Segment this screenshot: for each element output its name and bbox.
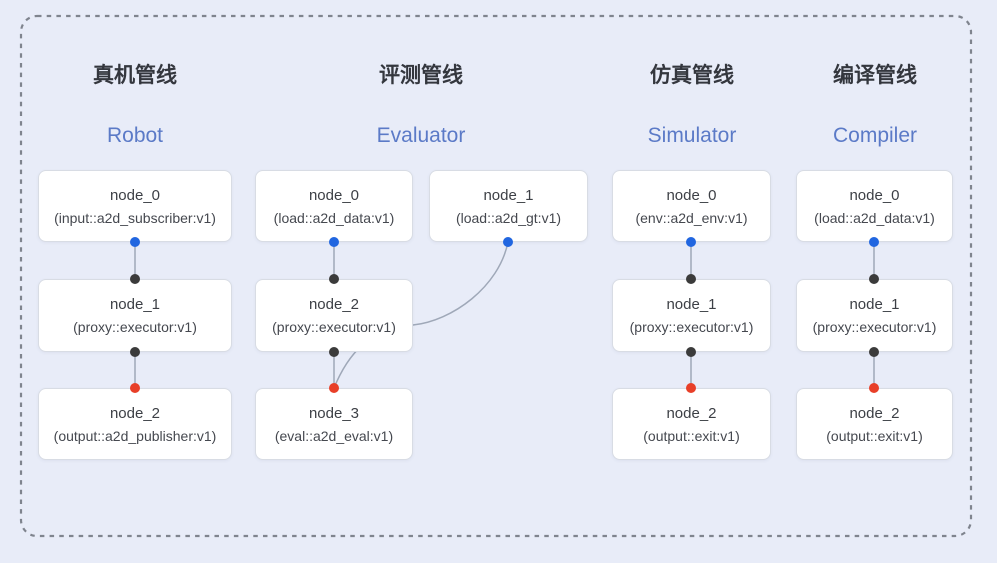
node-spec: (proxy::executor:v1) [73,319,197,335]
pipeline-title-en-robot: Robot [106,124,164,147]
pipeline-title-zh-evaluator: 评测管线 [379,64,463,87]
node-box-compiler-node2: node_2 (output::exit:v1) [796,388,953,460]
node-box-evaluator-node0: node_0 (load::a2d_data:v1) [255,170,413,242]
node-spec: (load::a2d_gt:v1) [455,209,562,226]
node-spec: (proxy::executor:v1) [812,319,937,335]
node-spec: (input::a2d_subscriber:v1) [54,209,216,226]
pipeline-title-en-evaluator: Evaluator [376,124,466,147]
node-title: node_2 [109,404,161,422]
node-title: node_3 [308,404,360,422]
node-spec: (output::exit:v1) [643,427,740,444]
node-box-simulator-node2: node_2 (output::exit:v1) [612,388,771,460]
node-box-evaluator-node3: node_3 (eval::a2d_eval:v1) [255,388,413,460]
node-box-simulator-node1: node_1 (proxy::executor:v1) [612,279,771,352]
node-spec: (load::a2d_data:v1) [814,209,935,226]
node-box-robot-node1: node_1 (proxy::executor:v1) [38,279,232,352]
node-box-robot-node0: node_0 (input::a2d_subscriber:v1) [38,170,232,242]
node-spec: (eval::a2d_eval:v1) [274,427,394,444]
node-title: node_1 [666,296,717,313]
node-title: node_0 [109,186,161,204]
node-box-simulator-node0: node_0 (env::a2d_env:v1) [612,170,771,242]
node-spec: (env::a2d_env:v1) [635,209,748,226]
node-spec: (proxy::executor:v1) [272,319,396,335]
node-title: node_1 [483,186,534,204]
node-box-robot-node2: node_2 (output::a2d_publisher:v1) [38,388,232,460]
node-title: node_0 [308,186,360,204]
node-box-evaluator-node1: node_1 (load::a2d_gt:v1) [429,170,588,242]
pipeline-title-zh-compiler: 编译管线 [833,64,917,87]
node-spec: (proxy::executor:v1) [629,319,754,335]
node-title: node_1 [849,296,900,313]
node-box-compiler-node1: node_1 (proxy::executor:v1) [796,279,953,352]
pipeline-title-en-compiler: Compiler [832,124,918,147]
node-title: node_0 [666,186,717,204]
node-title: node_2 [308,296,360,313]
node-box-evaluator-node2: node_2 (proxy::executor:v1) [255,279,413,352]
node-box-compiler-node0: node_0 (load::a2d_data:v1) [796,170,953,242]
node-title: node_2 [849,404,900,422]
node-spec: (output::a2d_publisher:v1) [53,427,217,444]
node-title: node_2 [666,404,717,422]
pipeline-title-zh-robot: 真机管线 [93,64,177,87]
node-title: node_0 [849,186,900,204]
node-title: node_1 [109,296,161,313]
node-spec: (load::a2d_data:v1) [273,209,395,226]
node-spec: (output::exit:v1) [826,427,923,444]
